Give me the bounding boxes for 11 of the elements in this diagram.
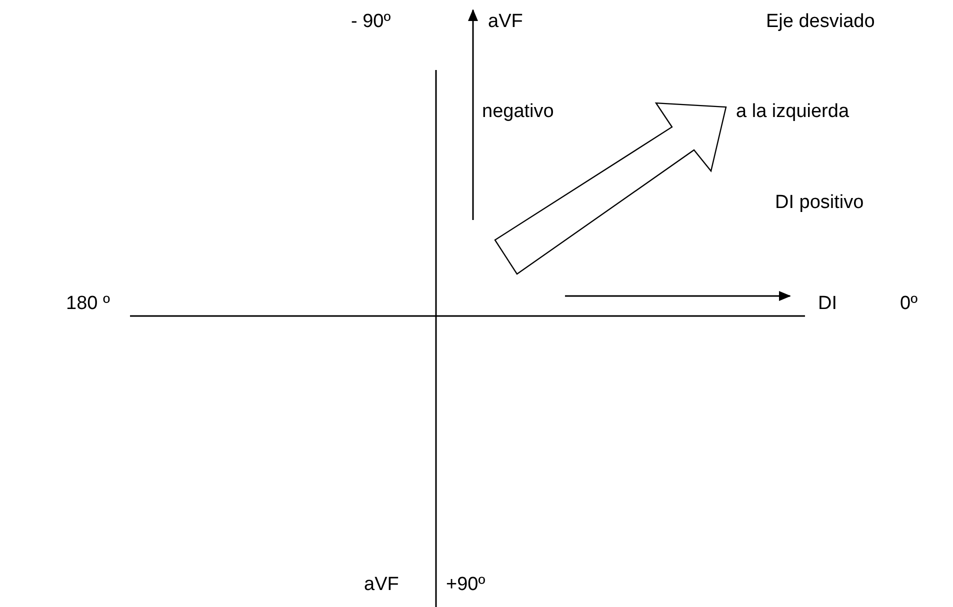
axis-note: a la izquierda	[736, 101, 850, 123]
angle-label: - 90º	[351, 11, 391, 33]
axis-note: DI positivo	[775, 192, 864, 214]
axis-note: negativo	[482, 101, 554, 123]
lead-label: DI	[818, 293, 837, 315]
axis-note: Eje desviado	[766, 11, 875, 33]
angle-label: 0º	[900, 293, 918, 315]
lead-label: aVF	[364, 574, 399, 596]
angle-label: +90º	[446, 574, 486, 596]
angle-label: 180 º	[66, 293, 110, 315]
lead-label: aVF	[488, 11, 523, 33]
